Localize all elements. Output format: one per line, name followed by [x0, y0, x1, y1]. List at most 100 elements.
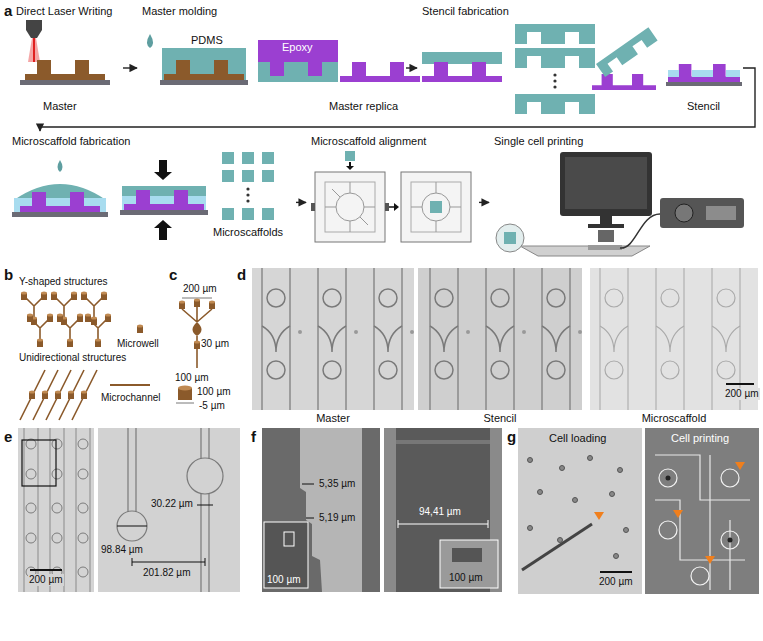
- figure-label: Master replica: [328, 100, 399, 113]
- electron-micrograph: [300, 428, 362, 592]
- figure-label: 5,35 µm: [318, 478, 356, 490]
- flow-arrow: [40, 68, 755, 131]
- unidirectional-structures: [20, 370, 97, 420]
- printing-setup: [588, 245, 622, 250]
- microscaffolds: [242, 208, 254, 220]
- electron-micrograph: [264, 522, 308, 588]
- electron-micrograph: [306, 518, 314, 519]
- scaffold-casting: [12, 212, 108, 217]
- micrograph: [418, 268, 582, 410]
- unidirectional-structures: [42, 390, 48, 399]
- unidirectional-structures: [55, 390, 61, 399]
- printing-setup: [675, 204, 693, 222]
- process-step: Microscaffold fabrication: [8, 132, 295, 260]
- panel-letter: c: [168, 266, 178, 284]
- microscaffolds: [222, 208, 234, 220]
- alignment-chips: [389, 206, 394, 208]
- cell-micrograph: [588, 456, 593, 461]
- step-title: Microscaffold alignment: [311, 135, 426, 148]
- figure-label: Cell loading: [548, 432, 607, 445]
- structure-dimensions: [209, 300, 215, 309]
- alignment-chips: [430, 201, 442, 213]
- figure-label: 100 µm: [174, 372, 210, 384]
- master-replica: [340, 62, 420, 82]
- microscaffolds: [262, 152, 274, 164]
- y-structures: [27, 313, 53, 347]
- step-title: Single cell printing: [494, 135, 583, 148]
- cell-micrograph: [728, 538, 733, 543]
- cell-micrograph: [558, 538, 563, 543]
- process-step: Microscaffold alignment: [307, 132, 478, 260]
- micrograph: [22, 440, 56, 486]
- epoxy-mold: [258, 40, 338, 56]
- microscaffolds: [222, 152, 274, 220]
- micrograph: [252, 268, 414, 410]
- figure-label: 98.84 µm: [100, 544, 144, 556]
- electron-micrograph: [440, 540, 498, 588]
- figure-label: PDMS: [190, 34, 224, 47]
- cell-micrograph: [614, 554, 619, 559]
- process-step: Single cell printing: [490, 132, 758, 260]
- pdms-mold: [162, 48, 246, 80]
- microscaffolds: [246, 193, 249, 196]
- figure-label: 94,41 µm: [418, 506, 462, 518]
- pdms-mold: [164, 60, 244, 80]
- cell-micrograph: [673, 510, 683, 518]
- scaffold-casting: [12, 160, 108, 217]
- micrograph: [201, 493, 209, 592]
- figure-label: Y-shaped structures: [18, 276, 109, 288]
- pdms-mold: [147, 34, 248, 85]
- figure-label: 30.22 µm: [150, 498, 194, 510]
- stencil-stack: [553, 73, 556, 76]
- cell-micrograph: [735, 462, 745, 470]
- stencil-final: [668, 64, 740, 82]
- laser-writer: [33, 38, 35, 62]
- alignment-chips: [345, 151, 355, 161]
- printing-setup: [565, 157, 647, 209]
- scaffold-pressing: [124, 190, 204, 210]
- alignment-chips: [325, 182, 375, 232]
- stencil-final: [666, 82, 742, 86]
- figure-label: Stencil: [686, 100, 721, 113]
- cell-micrograph: [655, 455, 750, 590]
- scaffold-pressing: [154, 220, 172, 240]
- alignment-chips: [401, 172, 471, 242]
- panel-letter: g: [506, 428, 517, 446]
- step-title: Master molding: [142, 5, 217, 18]
- printing-setup: [660, 198, 744, 228]
- step-title: Stencil fabrication: [422, 5, 509, 18]
- micrograph: [117, 526, 147, 527]
- laser-writer: [26, 30, 42, 38]
- cell-micrograph: [518, 428, 759, 594]
- electron-micrograph: [396, 440, 490, 444]
- alignment-chips: [385, 203, 389, 211]
- printing-setup: [620, 214, 660, 248]
- cell-micrograph: [573, 498, 578, 503]
- stencil-casting: [422, 62, 502, 82]
- micrograph: [18, 428, 240, 592]
- figure-label: 200 µm: [724, 388, 760, 400]
- stencil-stack: [515, 48, 595, 68]
- cell-micrograph: [522, 524, 592, 570]
- structure-dimensions: [193, 322, 202, 336]
- micrograph: [252, 268, 758, 410]
- scaffold-casting: [20, 192, 100, 212]
- unidirectional-structures: [81, 390, 87, 399]
- stencil-stack: [553, 85, 556, 88]
- pdms-mold: [147, 34, 153, 48]
- cell-micrograph: [560, 466, 565, 471]
- stencil-stack: [515, 24, 595, 114]
- stencil-final: [668, 70, 679, 77]
- cell-micrograph: [705, 556, 715, 564]
- structure-dimensions: [194, 298, 200, 307]
- cell-micrograph: [528, 526, 533, 531]
- printing-setup: [598, 230, 614, 242]
- alignment-chips: [325, 182, 375, 232]
- alignment-chips: [346, 162, 354, 170]
- figure-label: 100 µm: [448, 572, 484, 584]
- printing-setup: [560, 152, 652, 216]
- figure-label: Microwell: [116, 338, 160, 350]
- figure-label: Master: [42, 100, 78, 113]
- micrograph: [201, 428, 209, 459]
- figure-label: Stencil: [482, 412, 517, 425]
